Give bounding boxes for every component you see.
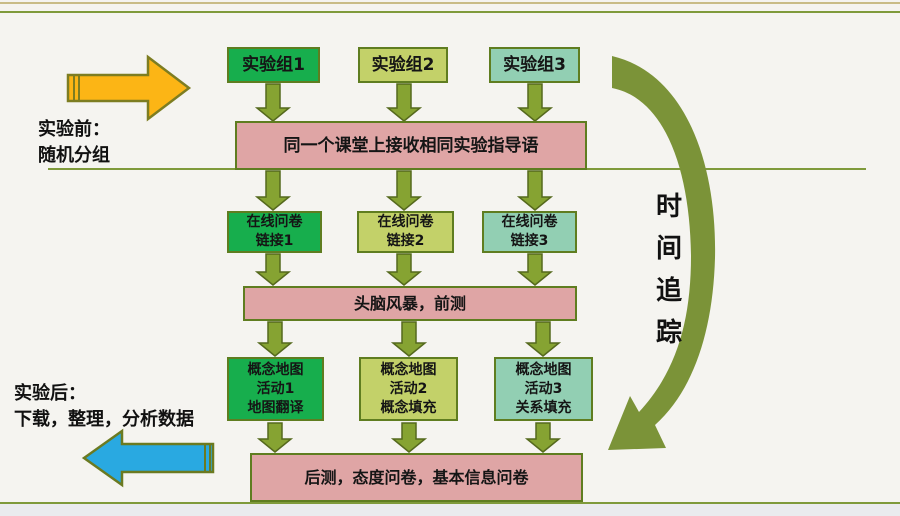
down-arrow [256,422,294,453]
brainstorm-pretest-label: 头脑风暴，前测 [353,293,466,313]
down-arrow [385,253,423,286]
activity-2-box: 概念地图 活动2 概念填充 [359,357,458,421]
instruction-box: 同一个课堂上接收相同实验指导语 [235,121,587,170]
experiment-group-2-box: 实验组2 [358,47,448,83]
activity-1-box: 概念地图 活动1 地图翻译 [227,357,324,421]
time-tracking-label: 时间追踪 [655,192,682,348]
online-link-3-box: 在线问卷 链接3 [482,211,577,253]
down-arrow [390,321,428,357]
pre-experiment-note: 实验前： 随机分组 [38,117,110,169]
online-link-3-line2: 链接3 [510,233,549,249]
down-arrow [524,321,562,357]
online-link-2-box: 在线问卷 链接2 [357,211,454,253]
down-arrow [385,83,423,122]
experiment-group-3-label: 实验组3 [503,55,566,75]
activity-2-line2: 活动2 [389,380,428,397]
online-link-1-line1: 在线问卷 [246,214,303,230]
activity-2-line3: 概念填充 [380,399,437,416]
activity-1-line3: 地图翻译 [247,399,304,416]
activity-2-line1: 概念地图 [380,361,437,378]
brainstorm-pretest-box: 头脑风暴，前测 [243,286,577,321]
instruction-label: 同一个课堂上接收相同实验指导语 [283,135,539,156]
activity-3-line3: 关系填充 [515,399,572,416]
blue-left-arrow [81,428,215,488]
online-link-1-box: 在线问卷 链接1 [227,211,322,253]
time-tracking-curved-arrow [608,56,716,450]
activity-1-line2: 活动1 [256,380,295,397]
posttest-box: 后测，态度问卷，基本信息问卷 [250,453,583,502]
activity-3-line1: 概念地图 [515,361,572,378]
down-arrow [390,422,428,453]
down-arrow [254,83,292,122]
top-tan-divider-line [0,2,900,4]
pre-experiment-note-line1: 实验前： [38,119,110,140]
bottom-margin-strip [0,504,900,516]
post-experiment-note-line1: 实验后： [14,383,86,404]
online-link-1-line2: 链接1 [255,233,294,249]
online-link-3-line1: 在线问卷 [501,214,558,230]
post-experiment-note-line2: 下载，整理，分析数据 [14,409,194,430]
down-arrow [516,253,554,286]
post-experiment-note: 实验后： 下载，整理，分析数据 [14,381,194,433]
experiment-group-3-box: 实验组3 [489,47,580,83]
experiment-group-1-box: 实验组1 [227,47,320,83]
pre-experiment-note-line2: 随机分组 [38,145,110,166]
activity-1-line1: 概念地图 [247,361,304,378]
down-arrow [524,422,562,453]
experiment-group-1-label: 实验组1 [242,55,305,75]
down-arrow [256,321,294,357]
activity-3-box: 概念地图 活动3 关系填充 [494,357,593,421]
down-arrow [516,170,554,211]
yellow-right-arrow [66,54,192,122]
top-olive-divider-line [0,11,900,13]
activity-3-line2: 活动3 [524,380,563,397]
down-arrow [254,170,292,211]
down-arrow [254,253,292,286]
down-arrow [516,83,554,122]
bottom-divider-line [0,502,900,504]
online-link-2-line2: 链接2 [386,233,425,249]
down-arrow [385,170,423,211]
posttest-label: 后测，态度问卷，基本信息问卷 [304,467,529,487]
experiment-group-2-label: 实验组2 [371,55,435,75]
online-link-2-line1: 在线问卷 [377,214,434,230]
